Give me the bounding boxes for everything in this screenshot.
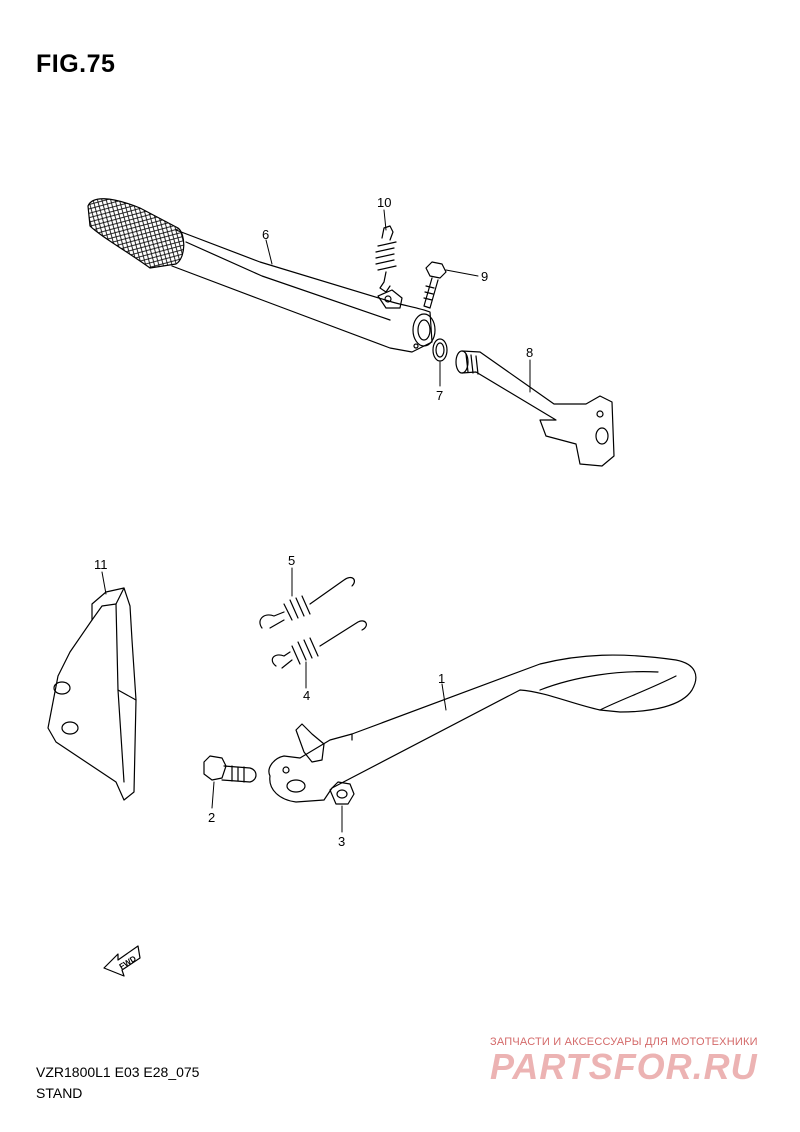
callout-11: 11 (94, 557, 108, 572)
part-4-spring (271, 620, 367, 669)
part-9-bolt (423, 261, 447, 309)
callout-3: 3 (338, 834, 345, 849)
callout-1: 1 (438, 671, 445, 686)
callout-2: 2 (208, 810, 215, 825)
part-11-bracket (47, 587, 137, 801)
section-name: STAND (36, 1085, 83, 1101)
callout-8: 8 (526, 345, 533, 360)
callout-4: 4 (303, 688, 310, 703)
callouts: 6 10 9 7 8 11 5 4 1 2 3 FWD (94, 195, 533, 971)
fwd-arrow-icon (103, 945, 141, 977)
callout-9: 9 (481, 269, 488, 284)
watermark-logo: PARTSFOR.RU (490, 1046, 758, 1087)
callout-6: 6 (262, 227, 269, 242)
model-code: VZR1800L1 E03 E28_075 (36, 1064, 200, 1080)
part-3-nut (329, 781, 355, 805)
part-10-spring (375, 225, 397, 293)
part-2-bolt (203, 755, 257, 783)
callout-7: 7 (436, 388, 443, 403)
leader-lines (101, 209, 531, 833)
figure-title: FIG.75 (36, 50, 116, 78)
callout-10: 10 (377, 195, 391, 210)
part-6-stand-arm (87, 198, 436, 353)
callout-5: 5 (288, 553, 295, 568)
part-5-spring (259, 576, 356, 629)
watermark-tagline: ЗАПЧАСТИ И АКСЕССУАРЫ ДЛЯ МОТОТЕХНИКИ (490, 1036, 758, 1048)
part-1-side-stand (268, 654, 697, 803)
part-8-pivot-shaft (455, 350, 615, 467)
part-7-o-ring (432, 338, 448, 362)
